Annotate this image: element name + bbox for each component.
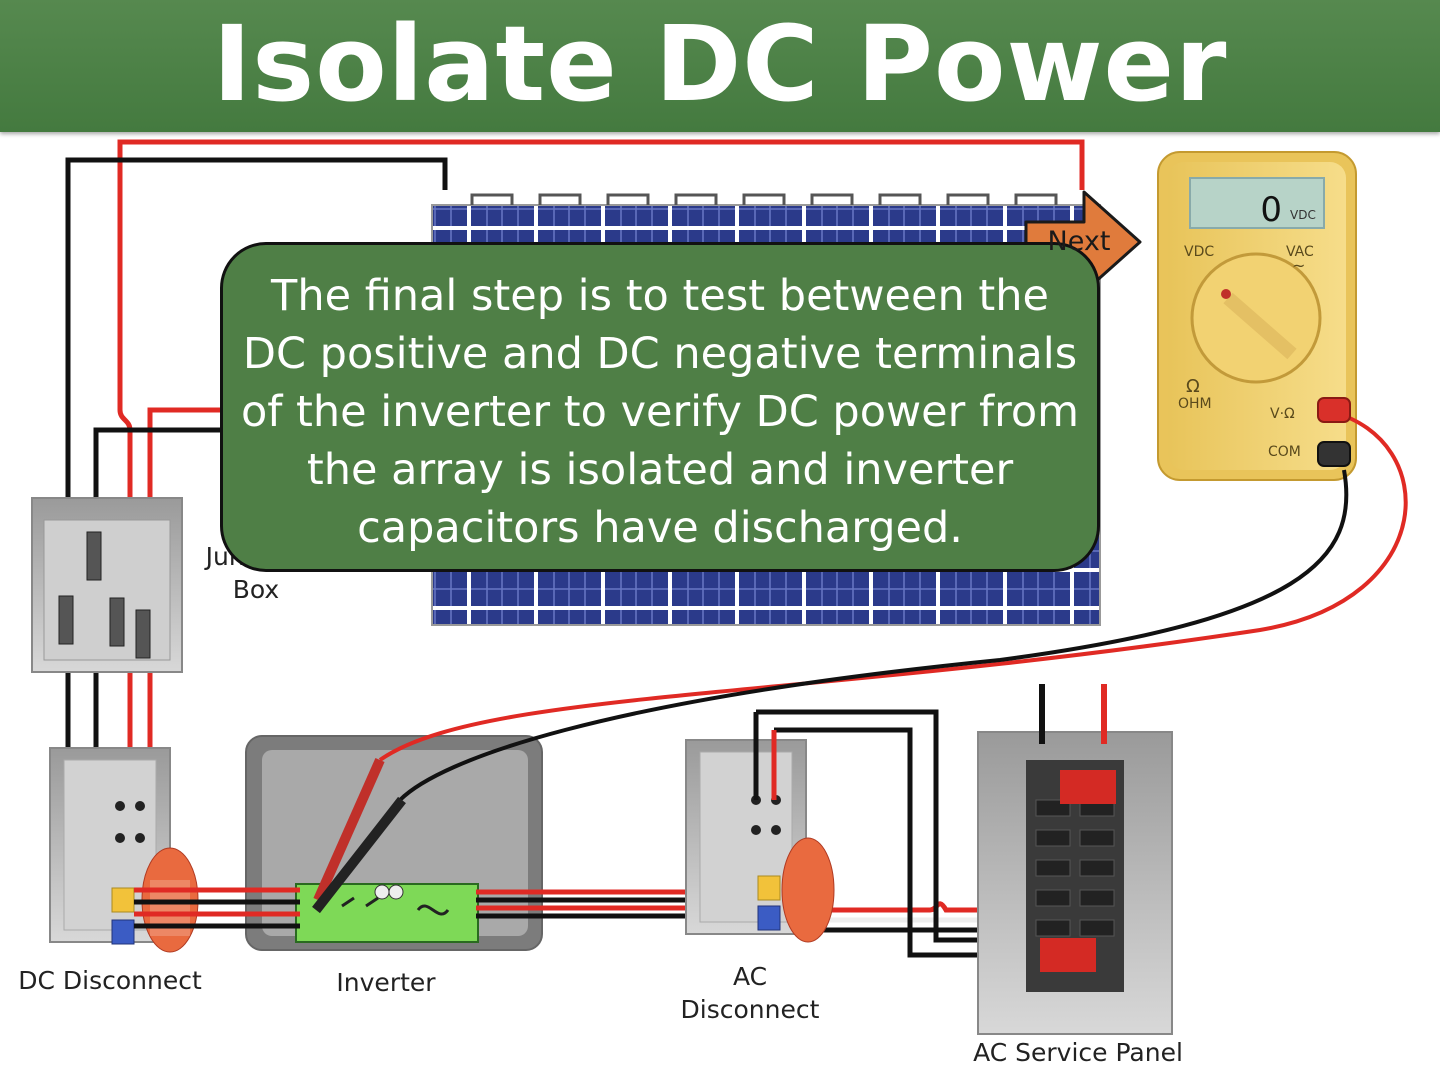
junction-box xyxy=(31,497,183,673)
page-title: Isolate DC Power xyxy=(212,3,1228,125)
multimeter xyxy=(1157,151,1357,481)
inverter-label: Inverter xyxy=(336,968,436,997)
callout-text: The final step is to test between the DC… xyxy=(240,271,1080,553)
ac-disconnect-label-line1: AC xyxy=(732,962,768,991)
meter-reading-unit: VDC xyxy=(1290,208,1316,222)
ac-service-panel-label: AC Service Panel xyxy=(973,1038,1183,1067)
ac-disconnect-label-line2: Disconnect xyxy=(680,995,820,1024)
meter-dial-vac: VAC xyxy=(1286,244,1314,260)
title-bar: Isolate DC Power xyxy=(0,0,1440,132)
meter-reading: 0 xyxy=(1260,190,1282,230)
instruction-callout: The final step is to test between the DC… xyxy=(220,242,1100,572)
positive-probe-lead xyxy=(378,410,1408,762)
negative-probe-lead xyxy=(398,469,1349,802)
ac-disconnect-label: AC Disconnect xyxy=(660,960,840,1026)
ac-service-panel xyxy=(977,684,1173,1035)
lockout-tag-icon xyxy=(757,837,835,943)
meter-dial-ohm: OHM xyxy=(1178,396,1212,412)
dc-disconnect-label: DC Disconnect xyxy=(18,966,202,995)
dc-disconnect xyxy=(49,747,199,953)
meter-dial-ohm-symbol: Ω xyxy=(1186,376,1200,397)
meter-jack-com: COM xyxy=(1268,444,1301,460)
meter-dial-vac-symbol: ~ xyxy=(1292,256,1306,275)
meter-dial-vdc: VDC xyxy=(1184,244,1215,260)
next-button[interactable] xyxy=(1022,188,1144,296)
junction-box-label-line2: Box xyxy=(232,575,280,604)
ac-disconnect xyxy=(685,709,1010,958)
meter-jack-v-ohm: V·Ω xyxy=(1270,406,1295,422)
